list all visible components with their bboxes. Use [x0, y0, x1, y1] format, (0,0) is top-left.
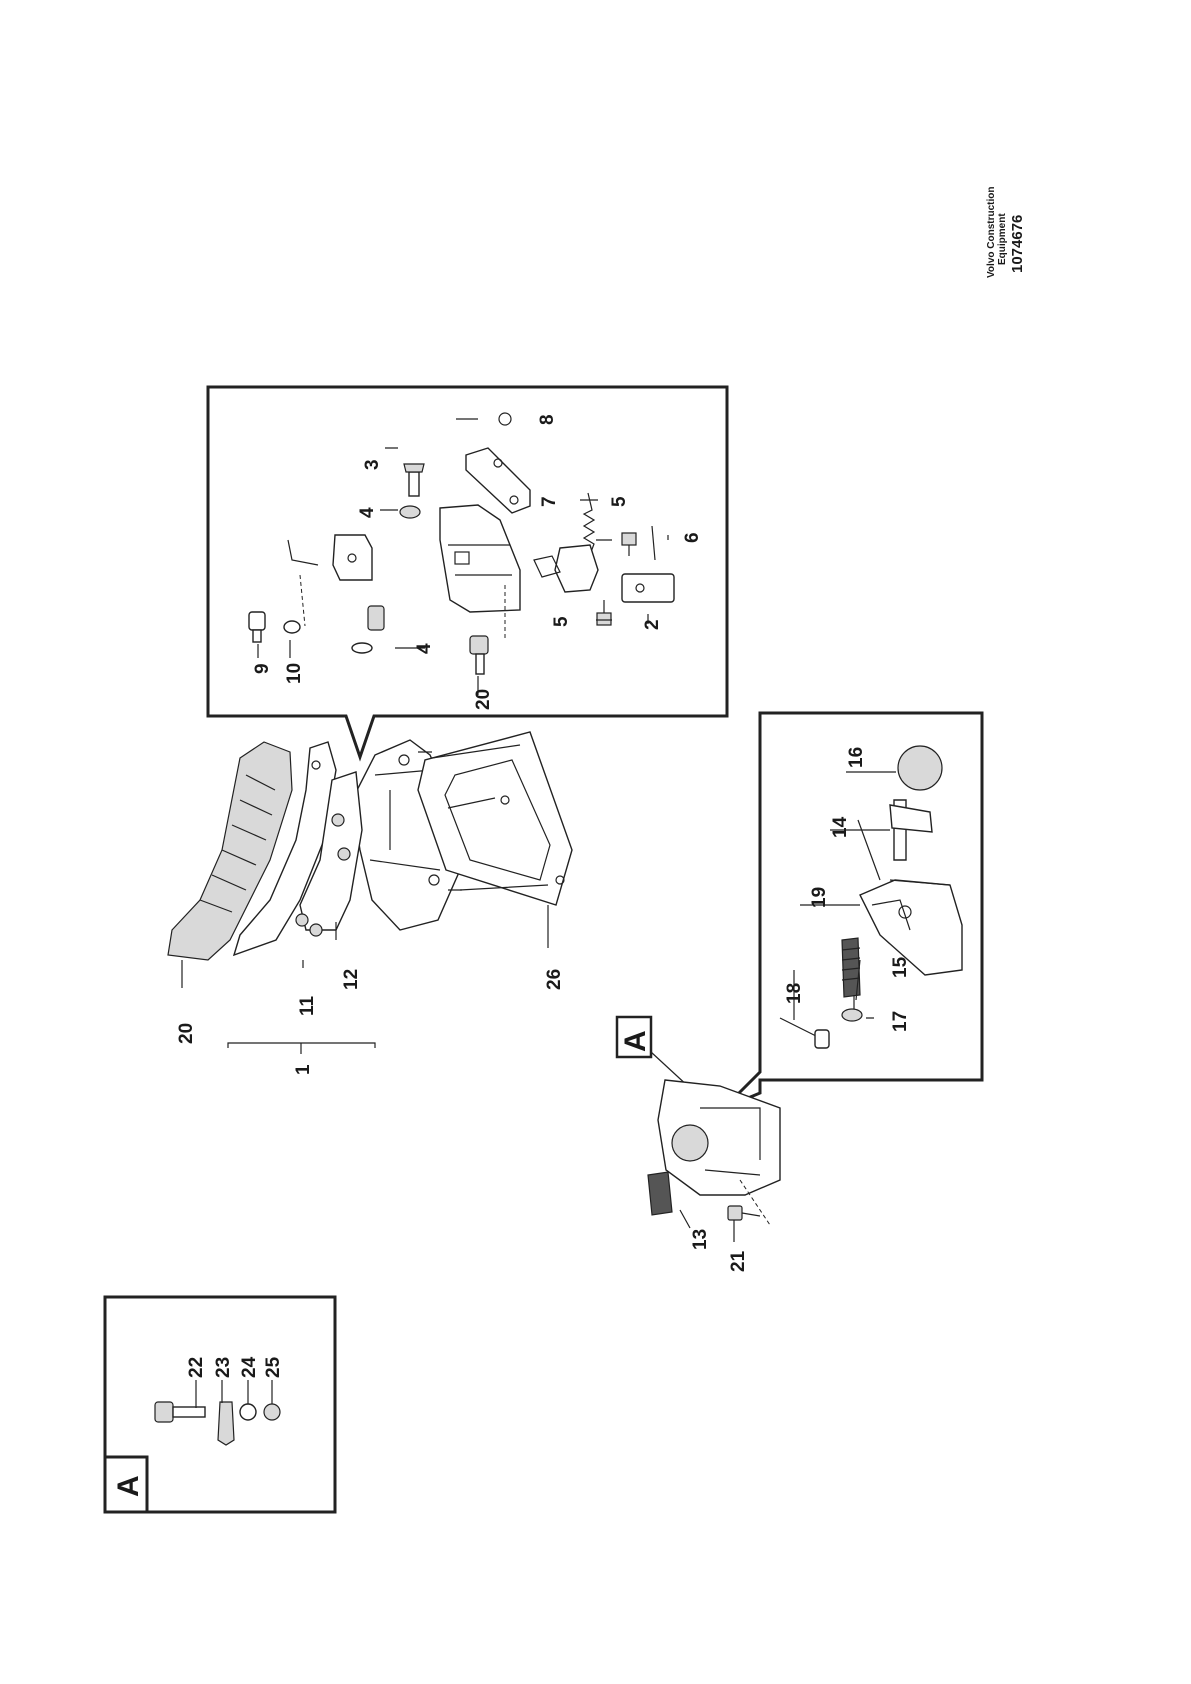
detail-marker-a-upper-label: A [619, 1030, 652, 1052]
lever-bracket [859, 879, 963, 976]
microswitch-2 [621, 573, 675, 603]
detail-marker-a-upper: A [615, 1015, 691, 1089]
callout-17: 17 [890, 1011, 911, 1032]
lever-assembly [647, 1079, 781, 1242]
callout-25: 25 [263, 1356, 284, 1378]
callout-7: 7 [539, 496, 560, 507]
callout-9: 9 [252, 663, 273, 674]
bolt-9 [248, 611, 266, 643]
drawing-header: Volvo Construction Equipment 1074676 [986, 187, 1026, 278]
insulator-pad [533, 555, 561, 578]
bolt-22 [154, 1401, 206, 1423]
screw-5-lower [596, 600, 612, 626]
detail-a-box: A [103, 1295, 337, 1514]
switch-lever [554, 544, 599, 593]
callout-24: 24 [239, 1356, 260, 1378]
company-name-line1: Volvo Construction [986, 187, 997, 278]
base-plate [417, 731, 573, 906]
spring-15 [841, 937, 861, 998]
lower-detail-box [722, 711, 984, 1110]
callout-21: 21 [728, 1250, 749, 1272]
callout-14: 14 [830, 816, 851, 838]
pedal-arm [232, 741, 337, 957]
tab-washer-23 [217, 1401, 235, 1446]
mount-bracket [332, 534, 373, 581]
callout-8: 8 [537, 414, 558, 425]
washer-4-left [351, 642, 373, 654]
callout-12: 12 [341, 969, 362, 990]
callout-15: 15 [890, 956, 911, 978]
mounting-plate [465, 447, 531, 514]
lock-washer-10 [283, 620, 301, 634]
drawing-number: 1074676 [1009, 215, 1026, 273]
callout-16: 16 [846, 747, 867, 768]
spring-7 [582, 492, 596, 561]
callout-20-upper: 20 [473, 689, 494, 710]
company-name-line2: Equipment [997, 213, 1008, 265]
callout-18: 18 [784, 983, 805, 1004]
callout-4-right: 4 [357, 507, 378, 518]
pedal-pad [167, 741, 293, 961]
callout-13: 13 [690, 1229, 711, 1250]
callout-11: 11 [297, 995, 318, 1016]
lever-knob [671, 1124, 709, 1162]
pedal-assembly [167, 731, 573, 1054]
nut-25 [263, 1403, 281, 1421]
callout-20-pedal: 20 [176, 1023, 197, 1044]
cotter-pin-18 [779, 1017, 821, 1039]
callout-23: 23 [213, 1357, 234, 1378]
callout-1: 1 [293, 1064, 314, 1075]
washer-24 [239, 1403, 257, 1421]
callout-2: 2 [642, 619, 663, 630]
bolt-3 [403, 463, 425, 497]
washer-17 [841, 1008, 863, 1022]
detail-marker-a-lower-label: A [112, 1475, 145, 1497]
bolt-21 [727, 1205, 761, 1221]
switch-bracket [439, 504, 521, 613]
knob-16 [897, 745, 943, 791]
bolt-20-upper [469, 635, 489, 675]
screw-6 [651, 525, 656, 561]
callout-22: 22 [186, 1357, 207, 1378]
upper-detail-box [206, 385, 729, 762]
callout-19: 19 [809, 887, 830, 908]
screw-5-upper [621, 532, 637, 556]
washer-4-right [399, 505, 421, 519]
callout-26: 26 [544, 969, 565, 990]
ring-8 [498, 412, 512, 426]
callout-5-upper: 5 [609, 496, 630, 507]
callout-10: 10 [284, 663, 305, 684]
callout-5-lower: 5 [551, 616, 572, 627]
callout-4-left: 4 [414, 643, 435, 654]
callout-6: 6 [682, 532, 703, 543]
callout-3: 3 [362, 459, 383, 470]
bushing [367, 605, 385, 631]
pin-cap [814, 1029, 830, 1049]
